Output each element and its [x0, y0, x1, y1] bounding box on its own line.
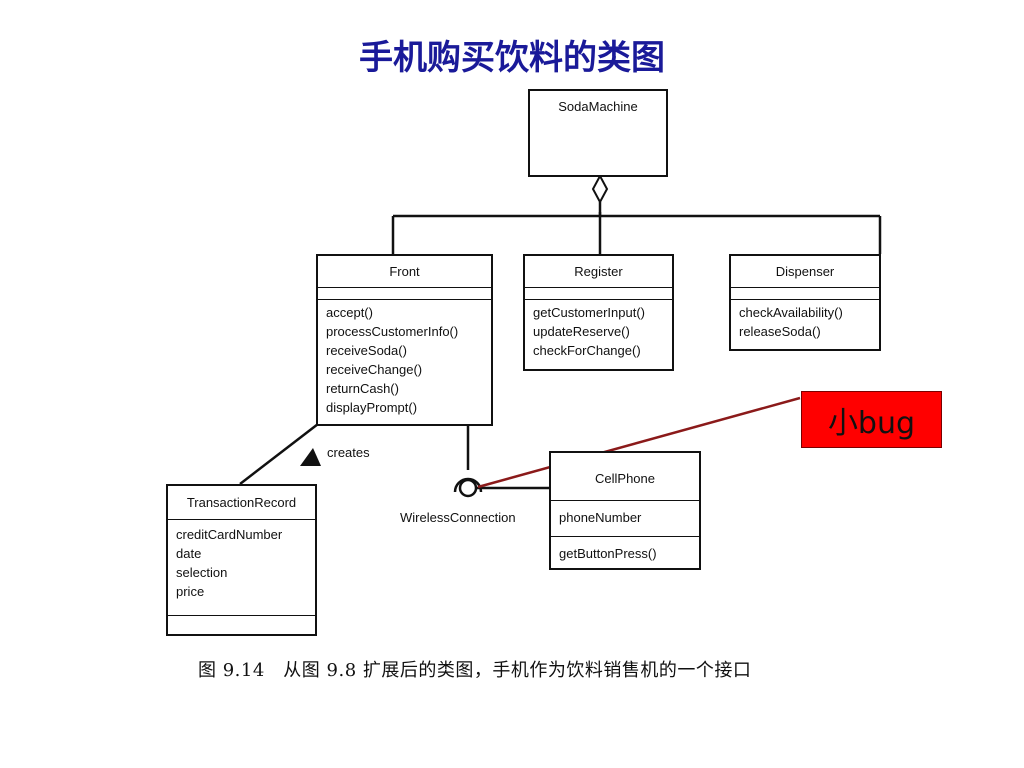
class-name: CellPhone: [551, 453, 699, 501]
attribute-compartment: [525, 288, 672, 300]
creates-association: [239, 423, 319, 485]
attribute: phoneNumber: [559, 510, 642, 525]
annotation-pointer: [477, 396, 801, 489]
class-front: Front accept() processCustomerInfo() rec…: [316, 254, 493, 426]
class-transactionrecord: TransactionRecord creditCardNumber date …: [166, 484, 317, 636]
operation: receiveChange(): [326, 362, 423, 377]
class-name: Register: [525, 256, 672, 288]
operation: checkAvailability(): [739, 305, 843, 320]
attribute: selection: [176, 565, 228, 580]
attribute-compartment: [731, 288, 879, 300]
operation: processCustomerInfo(): [326, 324, 459, 339]
attribute: date: [176, 546, 202, 561]
operations-compartment: [168, 616, 315, 619]
operations-list: getButtonPress(): [551, 537, 699, 563]
wireless-connection-label: WirelessConnection: [400, 510, 516, 525]
bug-annotation-box: 小bug: [801, 391, 942, 448]
attributes-list: phoneNumber: [551, 501, 699, 537]
creates-direction-arrow: [300, 448, 321, 466]
operation: accept(): [326, 305, 373, 320]
class-name: Front: [318, 256, 491, 288]
operation: updateReserve(): [533, 324, 630, 339]
class-name: Dispenser: [731, 256, 879, 288]
operations-list: getCustomerInput() updateReserve() check…: [525, 300, 672, 360]
operation: checkForChange(): [533, 343, 641, 358]
attributes-list: creditCardNumber date selection price: [168, 520, 315, 616]
figure-caption: 图 9.14 从图 9.8 扩展后的类图，手机作为饮料销售机的一个接口: [198, 660, 752, 681]
operation: returnCash(): [326, 381, 399, 396]
interface-lollipop-icon: [458, 478, 478, 498]
class-name: SodaMachine: [558, 99, 638, 114]
class-name: TransactionRecord: [168, 486, 315, 520]
operation: displayPrompt(): [326, 400, 418, 415]
attribute: creditCardNumber: [176, 527, 283, 542]
operation: releaseSoda(): [739, 324, 821, 339]
operation: receiveSoda(): [326, 343, 407, 358]
operation: getButtonPress(): [559, 546, 657, 561]
operation: getCustomerInput(): [533, 305, 645, 320]
operations-list: accept() processCustomerInfo() receiveSo…: [318, 300, 491, 417]
class-cellphone: CellPhone phoneNumber getButtonPress(): [549, 451, 701, 570]
class-dispenser: Dispenser checkAvailability() releaseSod…: [729, 254, 881, 351]
page-title: 手机购买饮料的类图: [359, 38, 665, 78]
class-sodamachine: SodaMachine: [528, 89, 668, 177]
aggregation-diamond: [591, 173, 609, 205]
attribute-compartment: [318, 288, 491, 300]
operations-list: checkAvailability() releaseSoda(): [731, 300, 879, 341]
creates-label: creates: [327, 445, 370, 460]
attribute: price: [176, 584, 205, 599]
class-register: Register getCustomerInput() updateReserv…: [523, 254, 674, 371]
